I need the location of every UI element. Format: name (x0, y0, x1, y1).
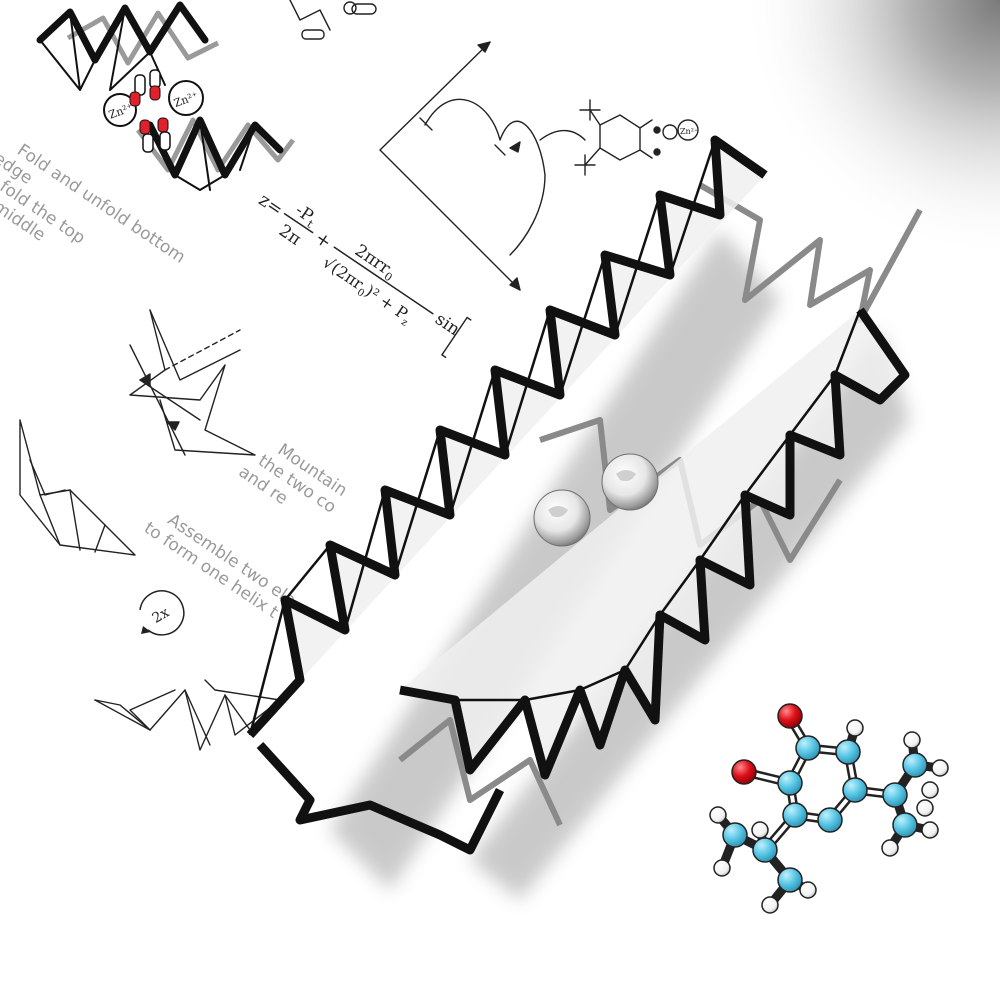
side-chain-cluster (129, 69, 171, 153)
repeat-indicator: 2x (139, 590, 185, 636)
svg-text:2π: 2π (275, 221, 304, 250)
fold-instructions-1: Fold and unfold bottom edge ey fold the … (0, 140, 189, 267)
folded-helix-element-sketch (94, 679, 281, 751)
zinc-ion-left (533, 489, 591, 547)
energy-profile-graph (379, 41, 586, 291)
graph-ion-label: Zn²⁺ (680, 127, 698, 136)
svg-text:z=: z= (255, 189, 287, 220)
fold-instructions-2: Mountain the two co and re (235, 440, 351, 518)
corner-shadow (700, 0, 1000, 300)
helix-equation: z= -Pt 2π + 2πrr0 √(2πr0)² + Pz sin (255, 189, 472, 359)
zinc-ion-right (601, 453, 659, 511)
zinc-ion-pair (533, 453, 659, 547)
origami-fold-sketch (129, 309, 256, 456)
svg-text:sin: sin (431, 309, 463, 340)
folded-strip-sketch (19, 419, 136, 556)
svg-text:+: + (311, 227, 335, 253)
ligand-sketch (574, 99, 699, 176)
repeat-badge: 2x (150, 604, 173, 626)
partial-molecule-sketch (289, 0, 377, 40)
ball-and-stick-molecule (709, 703, 949, 914)
helix-a (246, 135, 768, 855)
helix-b (399, 307, 910, 780)
mini-helix-hairpin: Zn²⁺ Zn²⁺ (36, 1, 295, 191)
